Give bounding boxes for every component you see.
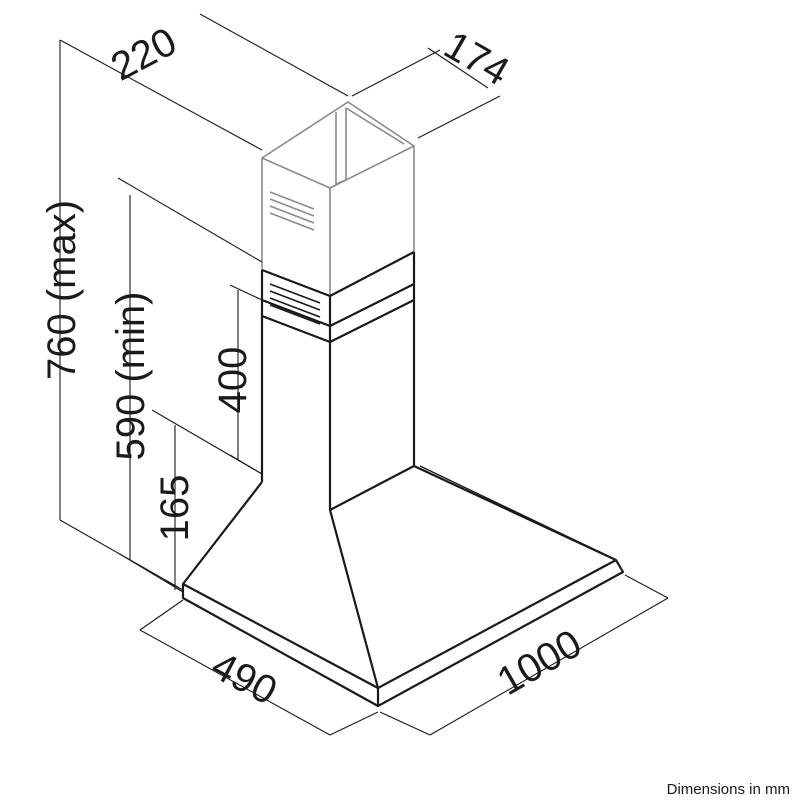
dim-width: 1000	[490, 621, 589, 704]
dim-height-max: 760 (max)	[40, 200, 84, 380]
dim-height-min: 590 (min)	[109, 292, 153, 461]
dim-chimney-width: 174	[437, 23, 517, 94]
lower-vent-slots-icon	[269, 283, 321, 325]
dimension-lines	[59, 13, 669, 736]
dim-canopy-height: 165	[153, 475, 197, 542]
upper-chimney	[261, 101, 415, 297]
canopy	[181, 465, 625, 708]
lower-chimney	[260, 251, 416, 510]
units-note: Dimensions in mm	[667, 781, 790, 798]
dim-chimney-depth: 220	[104, 19, 184, 89]
upper-vent-slots-icon	[269, 191, 315, 231]
dim-chimney-lower: 400	[211, 347, 255, 414]
